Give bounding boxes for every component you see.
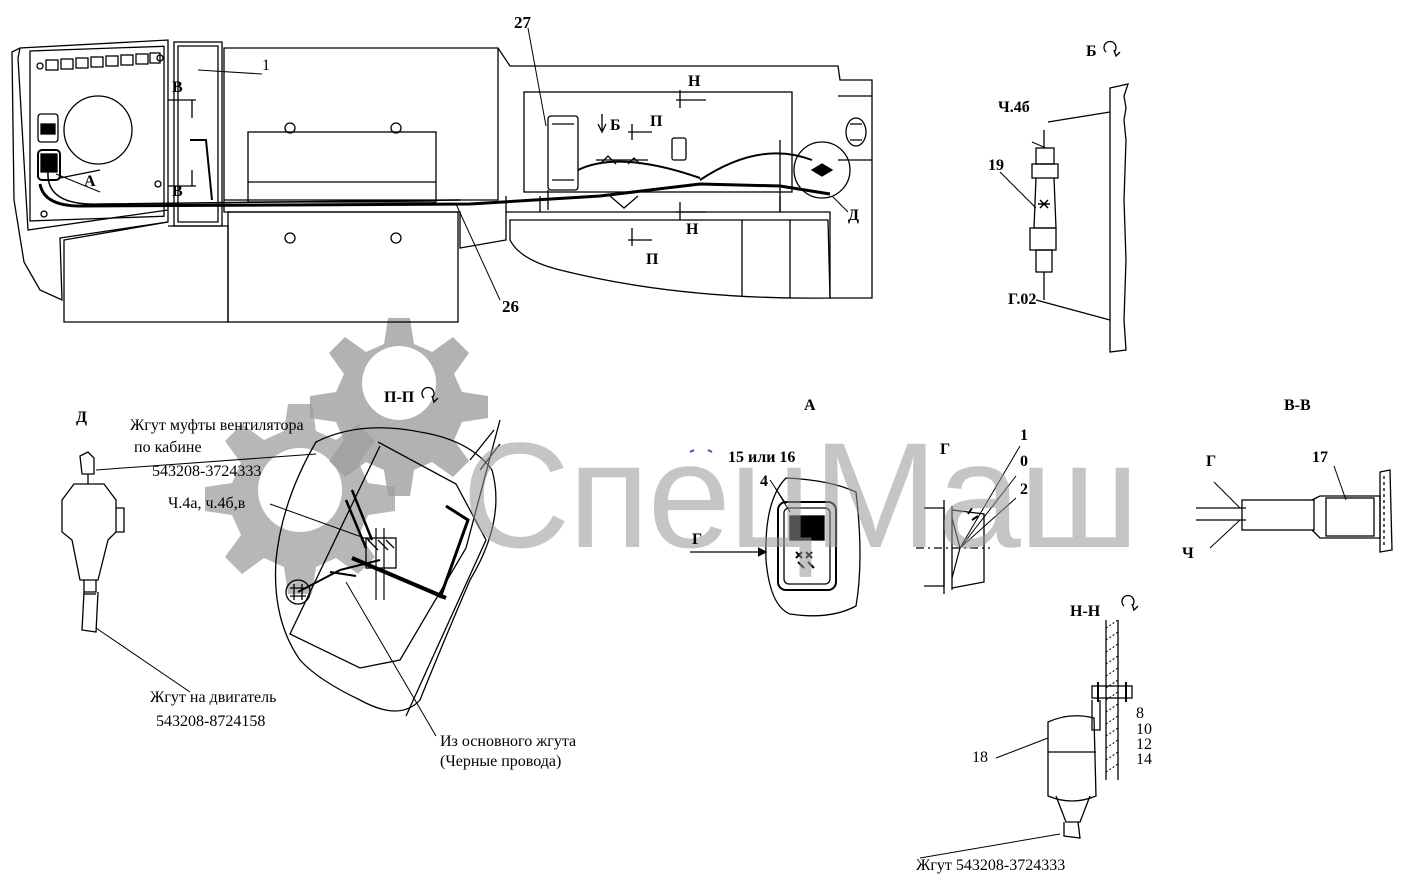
section-pp-from-main-line2: (Черные провода) [440, 753, 562, 770]
main-harness [38, 182, 831, 208]
callout-27: 27 [514, 13, 531, 32]
view-d-harness-cab-number: 543208-3724333 [152, 463, 262, 480]
section-vv-part-17: 17 [1312, 449, 1328, 466]
view-d-harness-engine-number: 543208-8724158 [156, 713, 266, 730]
view-g-position-2: 2 [1020, 481, 1028, 498]
section-mark-n-top: Н [688, 73, 701, 90]
section-pp-from-main-line1: Из основного жгута [440, 733, 577, 750]
view-d-drawing [61, 451, 317, 693]
section-pp-title: П-П [384, 389, 415, 406]
view-b-title: Б [1086, 43, 1097, 60]
view-a-title: А [804, 397, 816, 414]
section-mark-p-bottom: П [646, 251, 659, 268]
switch-upper [37, 113, 59, 143]
watermark-text: СпецМаш [462, 411, 1139, 579]
callout-1: 1 [262, 57, 270, 74]
view-a-arrow-label: Г [692, 531, 703, 548]
section-nn-fastener-8: 8 [1136, 705, 1144, 722]
section-vv-title: В-В [1284, 397, 1311, 414]
view-a-panel-label: 4 [760, 473, 768, 490]
indicator-row [45, 52, 161, 71]
view-b-bottom-wire: Г.02 [1008, 291, 1037, 308]
gauge-dial [63, 95, 133, 165]
section-mark-v-bottom: В [172, 183, 183, 200]
view-d-harness-engine-line1: Жгут на двигатель [150, 689, 277, 706]
section-nn-harness: Жгут 543208-3724333 [916, 857, 1066, 874]
callout-26: 26 [502, 297, 519, 316]
view-d-title: Д [76, 409, 88, 426]
view-b-drawing [999, 40, 1129, 353]
view-mark-a: А [84, 173, 96, 190]
view-mark-d: Д [848, 207, 860, 224]
view-b-part-19: 19 [988, 157, 1004, 174]
view-b-top-wire: Ч.4б [998, 99, 1030, 116]
section-pp-wires: Ч.4а, ч.4б,в [168, 495, 246, 512]
view-g-title: Г [940, 441, 951, 458]
watermark-gear-small [205, 404, 395, 594]
section-mark-p-top: П [650, 113, 663, 130]
section-vv-top-label: Г [1206, 453, 1217, 470]
section-mark-v-top: В [172, 79, 183, 96]
view-g-drawing [916, 445, 1021, 594]
view-d-harness-cab-line1: Жгут муфты вентилятора [130, 417, 304, 434]
section-nn-title: Н-Н [1070, 603, 1101, 620]
view-d-harness-cab-line2: по кабине [134, 439, 202, 456]
section-nn-fastener-14: 14 [1136, 751, 1152, 768]
main-view [11, 27, 873, 323]
view-mark-b: Б [610, 117, 621, 134]
view-g-position-1: 1 [1020, 427, 1028, 444]
section-mark-n-bottom: Н [686, 221, 699, 238]
section-nn-fastener-10: 10 [1136, 721, 1152, 738]
cable-connector [285, 579, 311, 605]
section-vv-drawing [1196, 465, 1393, 553]
section-vv-bottom-label: Ч [1182, 545, 1194, 562]
section-nn-drawing [919, 594, 1139, 859]
section-nn-fastener-12: 12 [1136, 736, 1152, 753]
view-a-drawing [689, 449, 861, 617]
view-g-position-0: 0 [1020, 453, 1028, 470]
section-nn-part-18: 18 [972, 749, 988, 766]
section-pp-drawing [269, 386, 501, 737]
view-a-switch-label: 15 или 16 [728, 449, 796, 466]
